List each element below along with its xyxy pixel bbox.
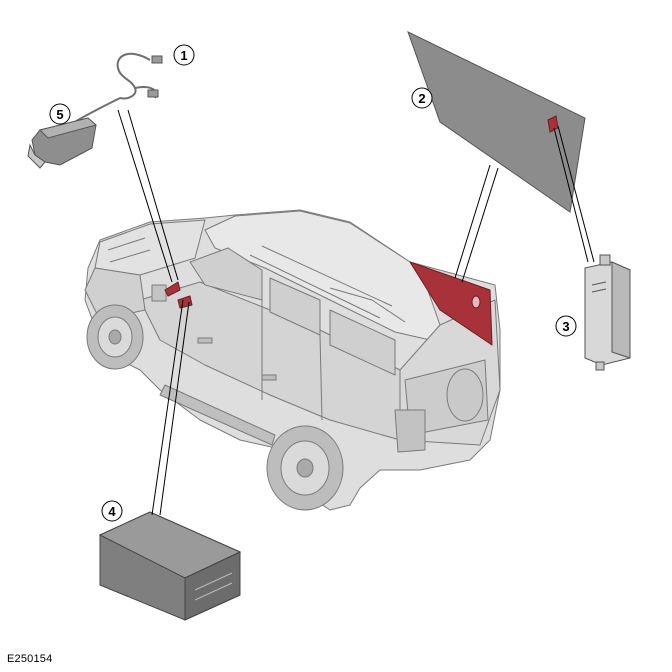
- leader-lines: [117, 109, 595, 516]
- callout-3-label: 3: [562, 319, 569, 334]
- figure-reference-code: E250154: [7, 653, 53, 665]
- harness-component: [69, 52, 163, 126]
- sensor-module-component: [27, 117, 98, 169]
- callout-5: 5: [49, 103, 71, 125]
- callout-1-label: 1: [180, 48, 187, 63]
- callout-2-label: 2: [418, 91, 425, 106]
- callout-4-label: 4: [108, 504, 116, 519]
- callout-2: 2: [411, 87, 433, 109]
- callout-5-label: 5: [56, 107, 63, 122]
- callout-4: 4: [101, 500, 123, 522]
- callout-1: 1: [173, 44, 195, 66]
- vehicle-illustration: [84, 209, 501, 511]
- rear-glass-panel-component: [407, 31, 586, 213]
- control-module-component: [584, 254, 631, 371]
- callout-3: 3: [555, 315, 577, 337]
- electronic-module-component: [98, 511, 242, 621]
